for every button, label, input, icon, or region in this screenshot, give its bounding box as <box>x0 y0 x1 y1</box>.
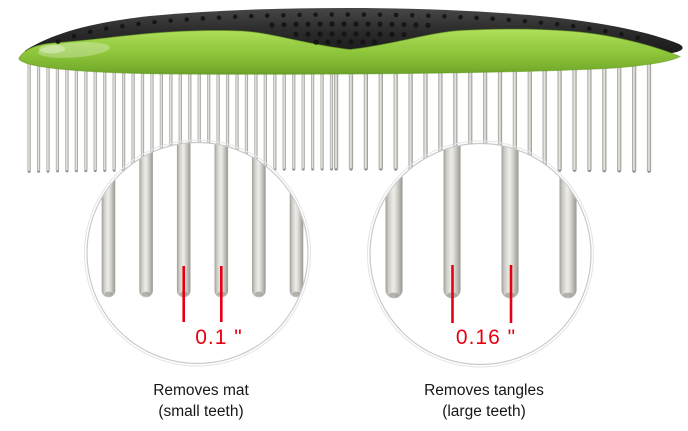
measurement-label-small: 0.1 " <box>195 326 243 349</box>
magnifier-circle-large <box>369 142 592 366</box>
handle-green-body <box>18 28 682 75</box>
magnified-small-teeth <box>101 143 304 298</box>
small-teeth-row <box>27 58 334 173</box>
grip-texture-dots <box>55 12 640 45</box>
handle-gloss-highlight <box>38 42 110 58</box>
caption-large-line1: Removes tangles <box>424 382 544 399</box>
magnifier-small <box>84 139 311 367</box>
caption-large-line2: (large teeth) <box>442 402 526 420</box>
magnifier-circle-large-outer <box>367 140 594 368</box>
caption-large-teeth: Removes tangles (large teeth) <box>384 381 584 422</box>
caption-small-line1: Removes mat <box>153 382 249 399</box>
caption-small-line2: (small teeth) <box>158 402 244 420</box>
measurement-label-large: 0.16 " <box>455 326 517 349</box>
magnifier-circle-small-outer <box>84 139 311 367</box>
handle-gloss-spot <box>39 44 65 54</box>
caption-small-teeth: Removes mat (small teeth) <box>101 381 301 422</box>
